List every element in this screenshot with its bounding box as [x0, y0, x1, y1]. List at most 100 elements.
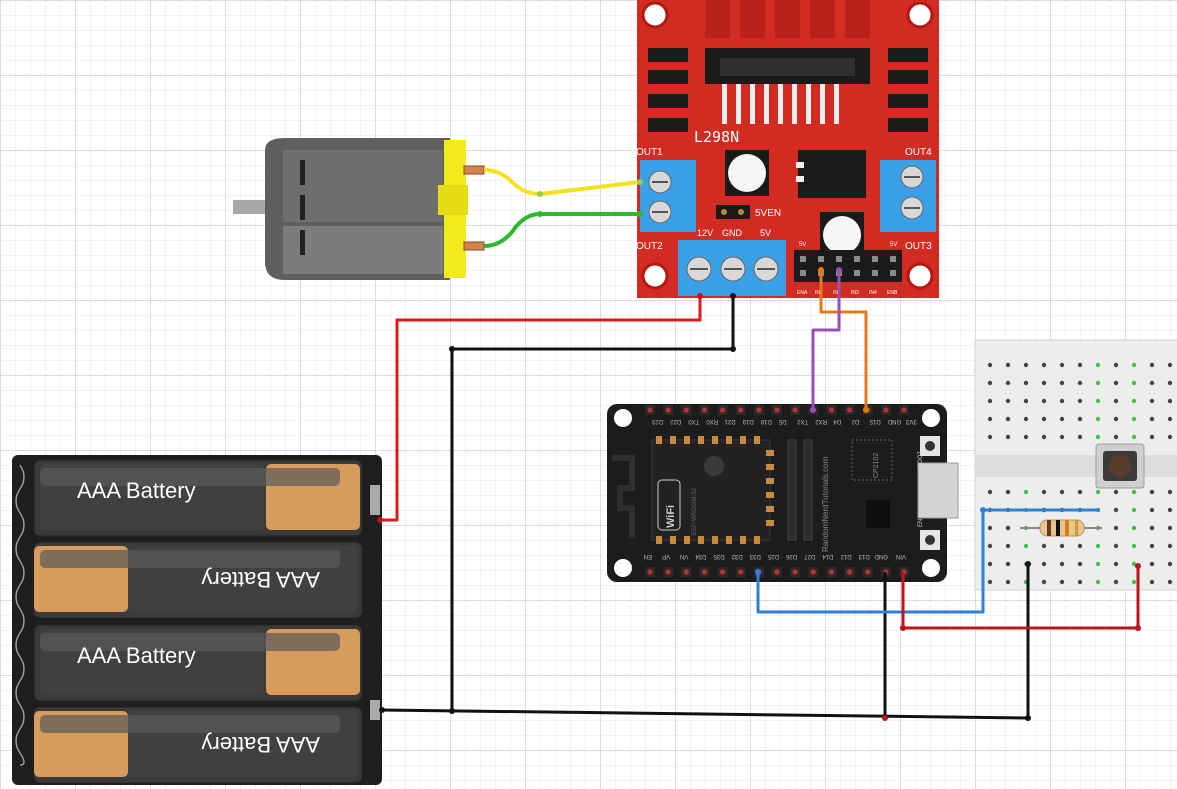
out2-label: OUT2 — [636, 241, 663, 252]
pin-label: D2 — [851, 418, 859, 424]
wire-red-power — [380, 296, 702, 522]
battery-cell: AAA Battery — [33, 541, 363, 619]
breadboard-hole — [1095, 398, 1101, 404]
breadboard-hole — [1005, 543, 1011, 549]
pin-dot — [774, 569, 780, 575]
breadboard-hole — [1167, 380, 1173, 386]
header-pin-label: IN1 — [815, 290, 823, 296]
breadboard-hole — [987, 362, 993, 368]
dc-motor — [233, 138, 485, 280]
breadboard-hole — [1149, 380, 1155, 386]
usb-chip-label: CP2102 — [873, 453, 880, 478]
breadboard-hole — [1113, 525, 1119, 531]
pin-dot — [901, 407, 907, 413]
pin-dot — [738, 569, 744, 575]
wire-orange — [819, 270, 868, 410]
chip-label: L298N — [694, 128, 739, 146]
breadboard-hole — [1023, 434, 1029, 440]
pin-label: D35 — [713, 553, 725, 559]
pin-label: VP — [662, 553, 670, 559]
pin-label: TX2 — [796, 418, 808, 424]
breadboard-hole — [1041, 543, 1047, 549]
out3-label: OUT3 — [905, 241, 932, 252]
breadboard-hole — [1149, 507, 1155, 513]
breadboard-hole — [1005, 398, 1011, 404]
breadboard-hole — [1005, 489, 1011, 495]
breadboard-hole — [1113, 507, 1119, 513]
wire-green — [483, 212, 640, 248]
sven-label: 5VEN — [755, 208, 781, 219]
breadboard-hole — [1059, 489, 1065, 495]
breadboard-hole — [987, 434, 993, 440]
pin-dot — [701, 407, 708, 413]
breadboard-hole — [1041, 380, 1047, 386]
breadboard-hole — [1041, 561, 1047, 567]
boot-label: BOOT — [918, 451, 924, 468]
breadboard-hole — [1149, 362, 1155, 368]
gnd-label: GND — [722, 228, 743, 238]
breadboard-hole — [1149, 489, 1155, 495]
breadboard-hole — [1005, 561, 1011, 567]
breadboard-hole — [1095, 362, 1101, 368]
breadboard-hole — [1113, 543, 1119, 549]
pin-label: GND — [874, 553, 888, 559]
breadboard-hole — [1077, 543, 1083, 549]
pin-dot — [828, 407, 835, 413]
breadboard-hole — [1113, 398, 1119, 404]
breadboard-hole — [1149, 525, 1155, 531]
pushbutton[interactable] — [1095, 443, 1145, 489]
pin-label: D25 — [767, 553, 779, 559]
breadboard-hole — [1167, 362, 1173, 368]
breadboard-hole — [1131, 362, 1137, 368]
pin-dot — [647, 569, 653, 575]
breadboard-hole — [1131, 543, 1137, 549]
breadboard-hole — [1131, 489, 1137, 495]
pin-label: D4 — [833, 418, 841, 424]
breadboard-hole — [1167, 525, 1173, 531]
v12-label: 12V — [697, 228, 713, 238]
v5-label: 5V — [760, 228, 771, 238]
pin-dot — [810, 569, 816, 575]
breadboard-hole — [1023, 416, 1029, 422]
breadboard-hole — [1077, 398, 1083, 404]
pin-label: D18 — [760, 418, 772, 424]
pin-label: D21 — [724, 418, 736, 424]
breadboard-hole — [987, 543, 993, 549]
breadboard-hole — [1113, 489, 1119, 495]
breadboard-hole — [1149, 434, 1155, 440]
breadboard-hole — [1131, 416, 1137, 422]
breadboard-hole — [1131, 507, 1137, 513]
breadboard-hole — [1077, 434, 1083, 440]
breadboard-hole — [1005, 416, 1011, 422]
pin-label: GND — [887, 418, 901, 424]
breadboard-hole — [1095, 416, 1101, 422]
pin-dot — [846, 569, 853, 575]
breadboard-hole — [1131, 380, 1137, 386]
header-pin-label: ENA — [797, 290, 808, 296]
battery-label: AAA Battery — [201, 732, 320, 757]
pin-label: D26 — [785, 553, 797, 559]
breadboard-hole — [1149, 398, 1155, 404]
breadboard-hole — [1005, 525, 1011, 531]
module-label: ESP-WROOM-32 — [692, 487, 698, 535]
breadboard-hole — [1041, 434, 1047, 440]
breadboard-hole — [1167, 543, 1173, 549]
breadboard-hole — [1023, 362, 1029, 368]
breadboard-hole — [1095, 579, 1101, 585]
breadboard-hole — [1149, 543, 1155, 549]
pin-dot — [756, 407, 762, 413]
breadboard-hole — [1077, 380, 1083, 386]
pin-label: D15 — [869, 418, 881, 424]
breadboard-hole — [1113, 380, 1119, 386]
breadboard-hole — [1059, 561, 1065, 567]
breadboard-hole — [1167, 561, 1173, 567]
pin-dot — [701, 569, 708, 575]
pin-label: D22 — [669, 418, 681, 424]
wires — [377, 168, 1141, 721]
pin-dot — [683, 569, 689, 575]
breadboard-hole — [1059, 416, 1065, 422]
